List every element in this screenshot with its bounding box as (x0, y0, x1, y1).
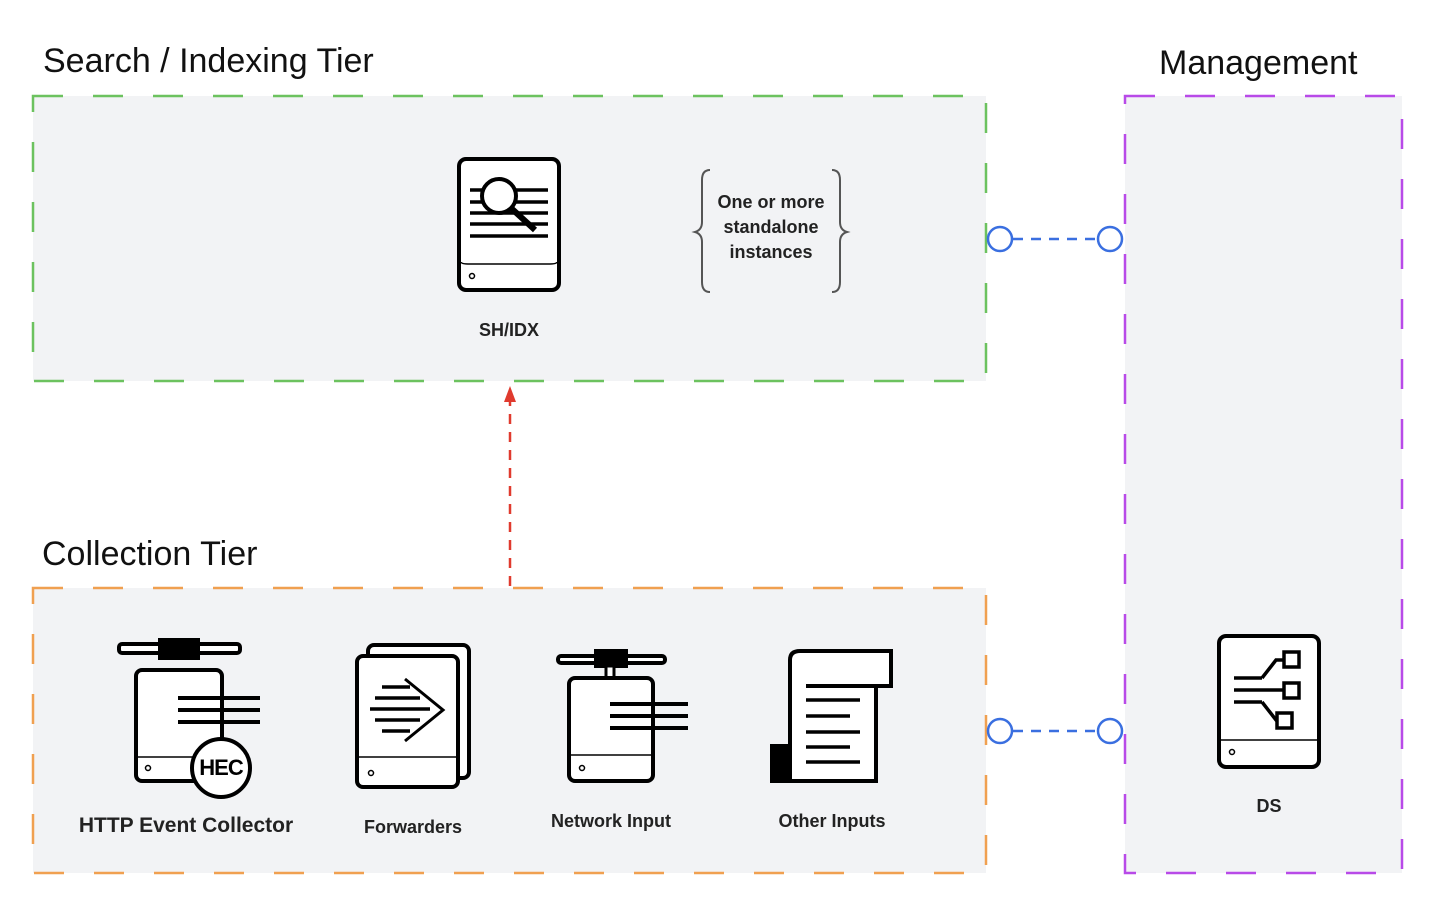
ds-label: DS (1256, 796, 1282, 816)
management-connector-collection (986, 717, 1124, 745)
standalone-note: One or more standalone instances (717, 192, 825, 262)
deployment-server-icon (1217, 634, 1321, 769)
network-input-icon (556, 649, 688, 783)
forwarders-icon (355, 643, 471, 789)
management-title: Management (1159, 44, 1358, 82)
hec-icon (117, 638, 260, 799)
hec-label: HTTP Event Collector (78, 814, 294, 837)
right-brace (831, 169, 851, 293)
search-server-icon (457, 157, 561, 292)
data-flow-arrow (504, 386, 516, 586)
management-connector-search (986, 225, 1124, 253)
search-tier-title: Search / Indexing Tier (43, 42, 374, 80)
other-inputs-label: Other Inputs (778, 811, 886, 831)
other-inputs-icon (770, 649, 893, 783)
shidx-label: SH/IDX (478, 320, 540, 340)
hec-badge-text: HEC (199, 755, 243, 780)
network-input-label: Network Input (551, 811, 671, 831)
collection-tier-title: Collection Tier (42, 535, 258, 573)
left-brace (691, 169, 711, 293)
forwarders-label: Forwarders (363, 817, 463, 837)
